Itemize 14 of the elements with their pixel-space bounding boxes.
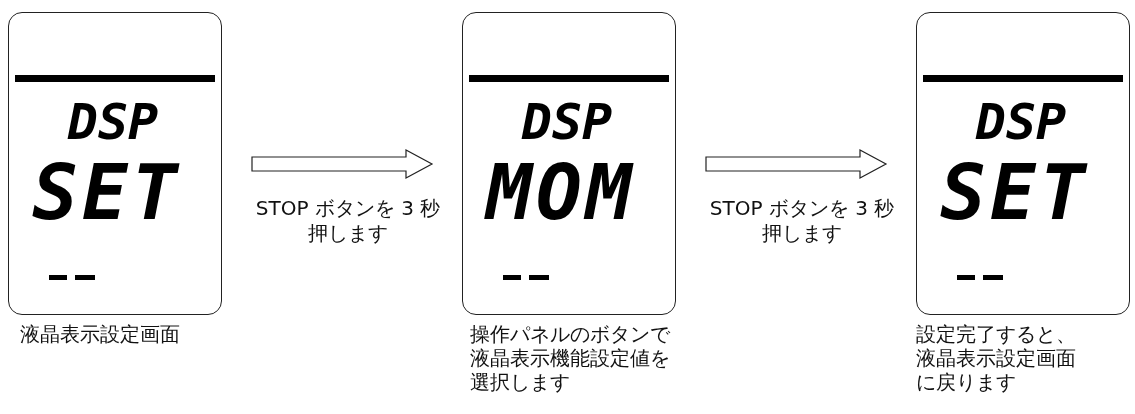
lcd-text: DSP: [974, 97, 1068, 147]
lcd-text: MOM: [483, 155, 637, 231]
lcd-screen: [462, 12, 676, 315]
lcd-text: SET: [31, 155, 183, 231]
lcd-screen: [8, 12, 222, 315]
screen-caption: 操作パネルのボタンで液晶表示機能設定値を選択します: [470, 322, 671, 394]
lcd-screen: [916, 12, 1130, 315]
block-arrow: [251, 149, 434, 179]
lcd-text: DSP: [520, 97, 614, 147]
lcd-text: SET: [939, 155, 1091, 231]
lcd-text: DSP: [66, 97, 160, 147]
screen-caption: 設定完了すると、液晶表示設定画面に戻ります: [916, 322, 1077, 394]
screen-caption: 液晶表示設定画面: [20, 322, 181, 346]
block-arrow: [705, 149, 888, 179]
